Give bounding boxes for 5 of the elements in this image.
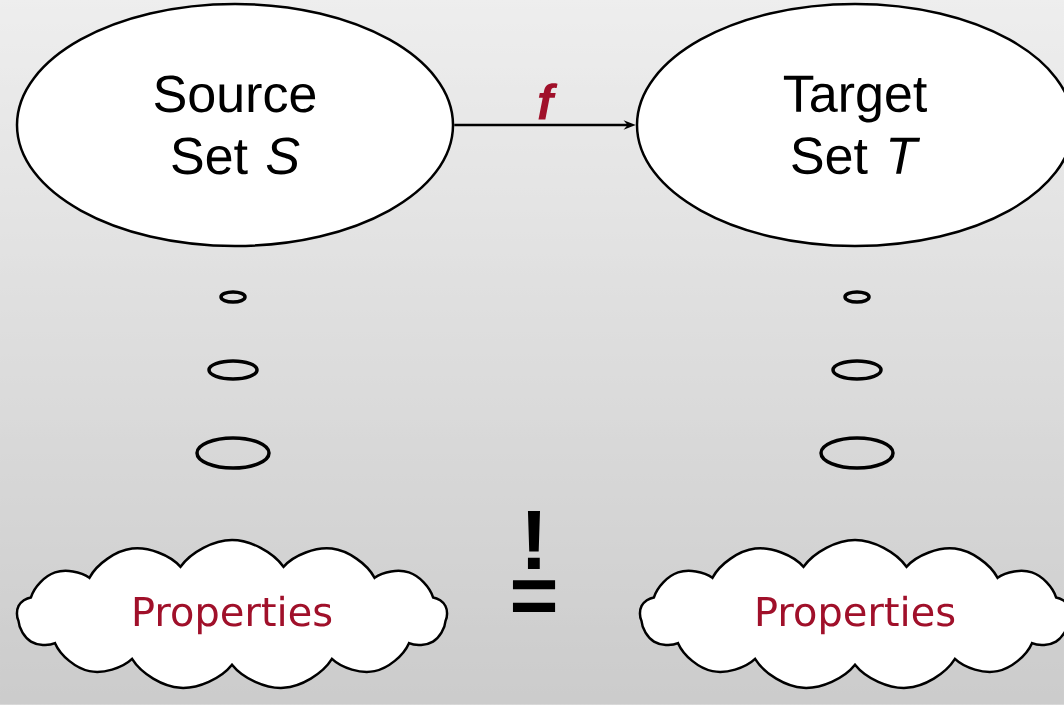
equality-sign: =	[512, 580, 556, 612]
thought-cloud: Properties	[15, 538, 449, 690]
thought-cloud: Properties	[638, 538, 1064, 690]
equality-sign: !	[527, 511, 540, 569]
edge-label: f	[538, 83, 558, 120]
